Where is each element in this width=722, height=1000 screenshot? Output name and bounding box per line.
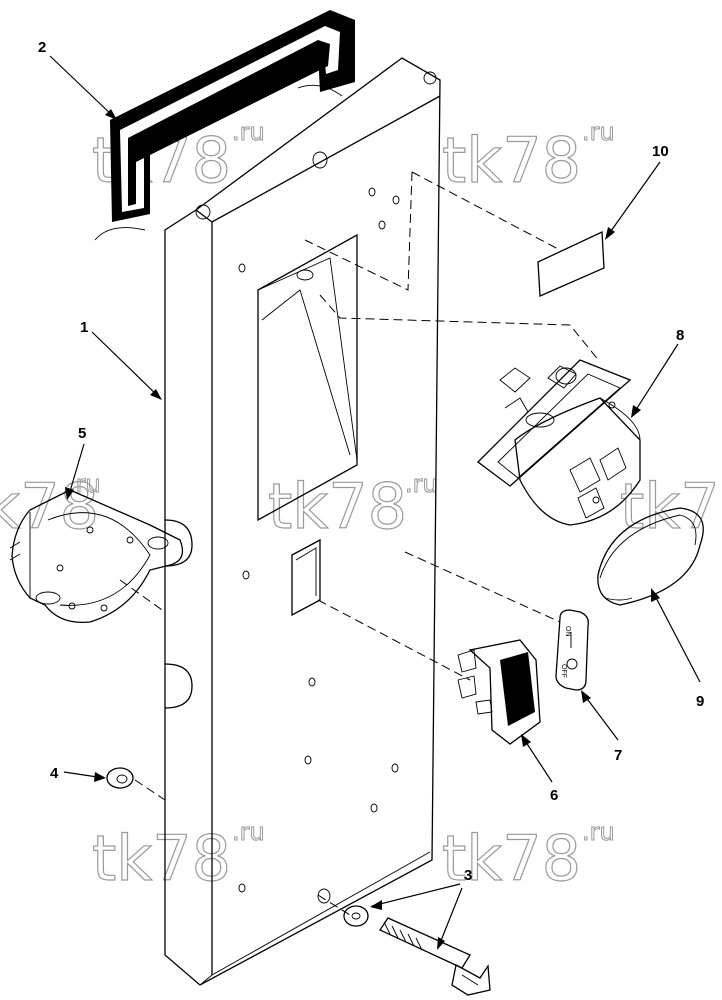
svg-text:.ru: .ru [232, 118, 265, 146]
callout-8: 8 [631, 327, 684, 418]
part-8-thermostat [477, 359, 641, 526]
alignment-lines [119, 171, 601, 916]
svg-text:6: 6 [550, 787, 558, 804]
svg-text:.ru: .ru [232, 818, 265, 846]
part-2-handle-gasket [94, 10, 355, 241]
svg-text:7: 7 [614, 747, 622, 764]
svg-text:10: 10 [652, 143, 669, 160]
watermark-middle-center: tk78 .ru [267, 469, 438, 543]
part-7-switch-plate: ON OFF [555, 609, 589, 691]
callout-1: 1 [80, 319, 162, 400]
svg-text:tk78: tk78 [268, 470, 407, 543]
svg-text:tk78: tk78 [620, 470, 722, 543]
svg-text:I: I [515, 678, 518, 688]
svg-text:4: 4 [50, 765, 59, 782]
svg-text:.ru: .ru [582, 118, 615, 146]
watermark-bottom-left: tk78 .ru [91, 818, 265, 896]
svg-text:.ru: .ru [405, 470, 438, 498]
svg-text:tk78: tk78 [442, 124, 581, 197]
watermark-bottom-right: tk78 .ru [441, 818, 615, 896]
svg-text:tk78: tk78 [92, 822, 231, 895]
part-5-motor [9, 489, 184, 624]
svg-text:.ru: .ru [582, 818, 615, 846]
svg-text:2: 2 [38, 39, 46, 56]
svg-text:.ru: .ru [68, 470, 101, 498]
callout-7: 7 [581, 690, 622, 764]
part-4-grommet [106, 767, 134, 789]
svg-text:tk78: tk78 [442, 822, 581, 895]
part-1-panel [164, 57, 441, 986]
watermark-middle-left: tk78 .ru [0, 469, 101, 543]
svg-text:9: 9 [696, 693, 704, 710]
svg-text:ON: ON [564, 626, 571, 637]
part-9-knob [597, 507, 704, 606]
svg-text:O: O [517, 702, 524, 712]
part-10-label [537, 231, 605, 297]
svg-text:5: 5 [78, 425, 86, 442]
callout-5: 5 [65, 425, 86, 500]
callout-3: 3 [370, 867, 472, 950]
svg-text:3: 3 [464, 867, 472, 884]
callout-2: 2 [38, 39, 117, 120]
svg-text:OFF: OFF [560, 664, 567, 678]
watermark-top-right: tk78 .ru [441, 118, 615, 198]
part-6-rocker-switch: I O [457, 639, 541, 745]
callout-10: 10 [605, 143, 669, 240]
callout-4: 4 [50, 765, 106, 782]
callout-6: 6 [521, 734, 558, 804]
callout-9: 9 [651, 588, 704, 710]
part-3-screw-and-washer [343, 905, 491, 996]
watermark-middle-right: tk78 [619, 469, 722, 543]
svg-text:1: 1 [80, 319, 88, 336]
svg-text:8: 8 [676, 327, 684, 344]
